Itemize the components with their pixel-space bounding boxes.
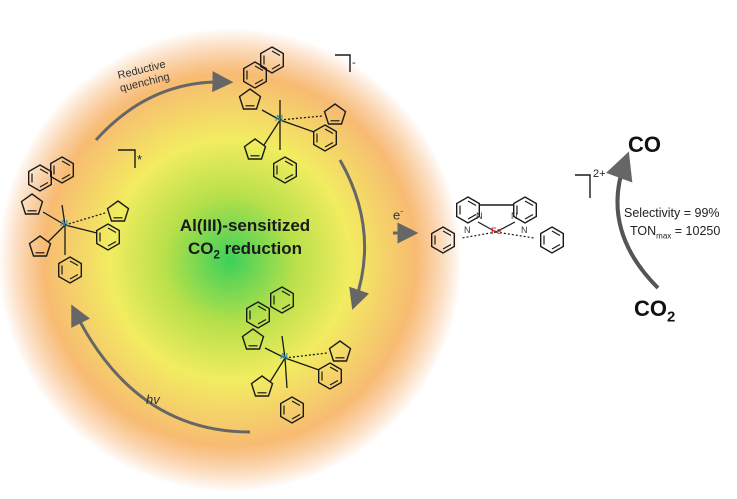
complex-reduced xyxy=(238,46,351,184)
charge-iron: 2+ xyxy=(593,168,606,180)
cycle-title: Al(III)-sensitized CO2 reduction xyxy=(179,216,311,262)
charge-excited: * xyxy=(137,152,143,167)
complex-iron-terpyridine xyxy=(431,174,591,254)
al-label-left: Al xyxy=(60,219,68,228)
ton-text: TONmax = 10250 xyxy=(630,224,721,241)
product-co: CO xyxy=(628,132,661,157)
glow-background xyxy=(0,28,462,492)
arrow-co2-to-co xyxy=(606,151,660,290)
complex-ground xyxy=(241,286,352,424)
arrow-reductive-quenching xyxy=(94,71,234,142)
selectivity-text: Selectivity = 99% xyxy=(624,206,720,220)
hv-label: hv xyxy=(146,392,160,407)
n-label-fe-right: N xyxy=(521,225,528,235)
reactant-co2: CO2 xyxy=(634,296,676,326)
n-label-fe-left: N xyxy=(464,225,471,235)
charge-reduced: - xyxy=(352,57,356,69)
n-label-fe-top-right: N xyxy=(511,211,518,221)
arrow-right-down xyxy=(338,159,370,310)
fe-label: Fe xyxy=(491,226,502,236)
n-label-fe-top-left: N xyxy=(476,211,483,221)
electron-label: e- xyxy=(393,206,404,223)
al-label-bottom: Al xyxy=(280,352,288,361)
al-label-top: Al xyxy=(275,114,283,123)
complex-excited xyxy=(20,149,136,284)
arrow-hv xyxy=(71,304,251,434)
